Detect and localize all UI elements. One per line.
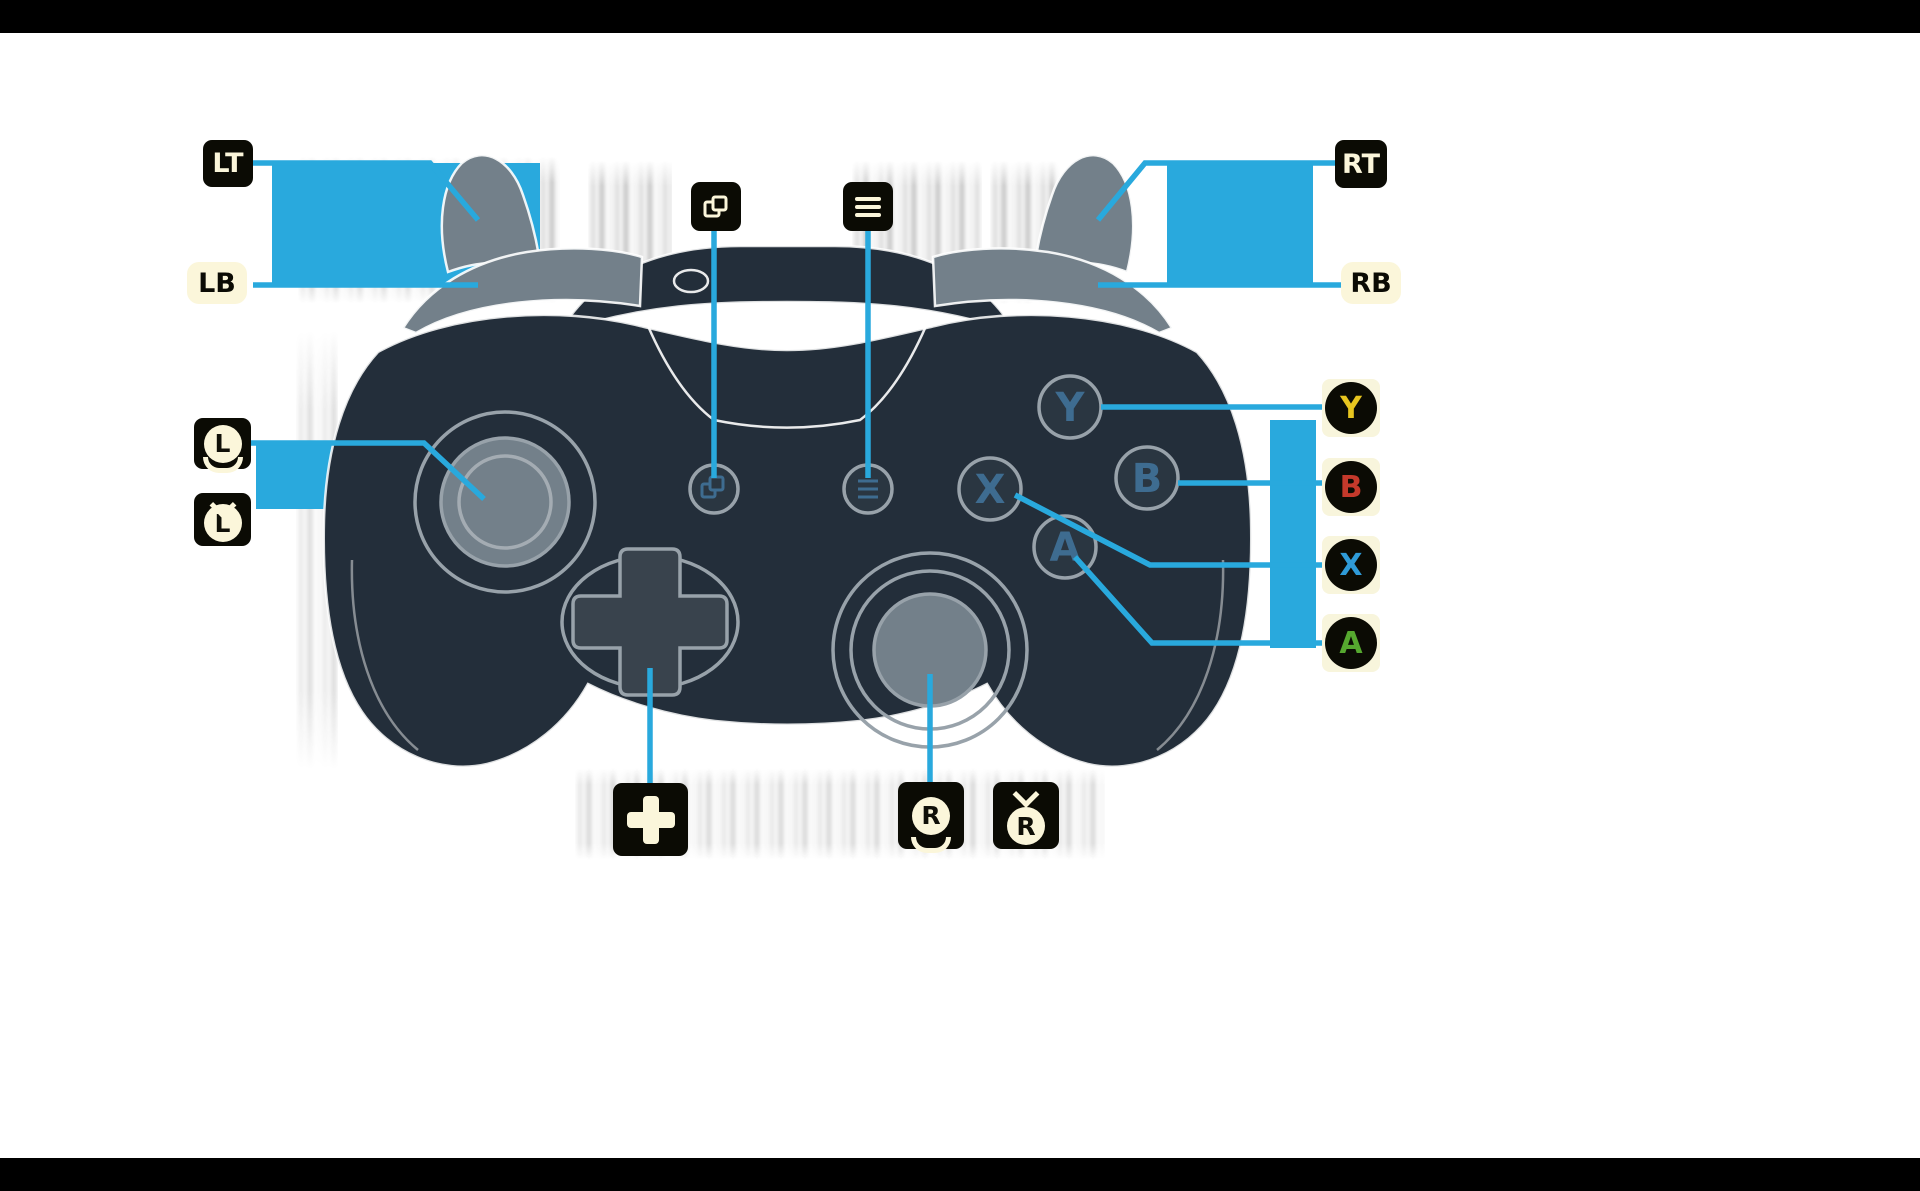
x-face-button bbox=[957, 456, 1023, 522]
right-stick-letter: R bbox=[921, 801, 941, 830]
a-face-letter: A bbox=[1050, 525, 1081, 571]
lt-leader-line bbox=[253, 160, 481, 222]
lb-label: LB bbox=[198, 267, 236, 299]
left-stick-cap bbox=[457, 454, 553, 550]
menu-icon bbox=[855, 196, 881, 217]
a-callout: A bbox=[1322, 614, 1380, 672]
right-grip-line bbox=[1156, 559, 1225, 751]
left-stick-leader-line bbox=[250, 440, 486, 502]
chevron-down-icon bbox=[1012, 781, 1040, 808]
x-button-chip: X bbox=[1325, 539, 1377, 591]
rt-leader-line bbox=[1095, 160, 1335, 222]
left-stick-well bbox=[413, 410, 597, 594]
menu-button-glyph bbox=[858, 479, 878, 499]
x-label: X bbox=[1339, 547, 1363, 583]
view-icon bbox=[703, 195, 728, 217]
a-label: A bbox=[1339, 625, 1363, 661]
left-stick-click-letter: L bbox=[214, 508, 231, 538]
callout-band-face-buttons bbox=[1270, 420, 1316, 648]
stick-icon: R bbox=[1007, 807, 1045, 845]
right-bumper bbox=[931, 247, 1174, 335]
stick-base-arc-icon bbox=[202, 457, 243, 473]
y-face-letter: Y bbox=[1055, 385, 1086, 431]
b-label: B bbox=[1339, 469, 1363, 505]
lt-label: LT bbox=[212, 148, 244, 179]
x-leader-line bbox=[1013, 492, 1322, 568]
a-leader-line bbox=[1072, 555, 1322, 646]
left-grip-line bbox=[350, 559, 419, 751]
dpad-cross bbox=[571, 547, 729, 697]
rt-callout: RT bbox=[1335, 140, 1387, 188]
rb-callout: RB bbox=[1341, 262, 1401, 304]
y-callout: Y bbox=[1322, 379, 1380, 437]
b-face-letter: B bbox=[1132, 456, 1163, 502]
right-stick-click-callout: R bbox=[993, 781, 1059, 849]
y-button-chip: Y bbox=[1325, 382, 1377, 434]
top-port-oval bbox=[672, 268, 710, 294]
left-stick-click-callout: L bbox=[194, 492, 251, 546]
b-face-button bbox=[1114, 445, 1180, 511]
rt-label: RT bbox=[1342, 148, 1380, 180]
right-stick-click-letter: R bbox=[1016, 811, 1036, 841]
lb-callout: LB bbox=[187, 262, 247, 304]
menu-callout bbox=[843, 182, 893, 231]
left-stick bbox=[439, 436, 571, 568]
x-face-letter: X bbox=[975, 467, 1006, 513]
plus-icon bbox=[626, 795, 675, 844]
dpad-callout bbox=[613, 783, 688, 856]
a-button-chip: A bbox=[1325, 617, 1377, 669]
lt-callout: LT bbox=[203, 140, 253, 187]
letterbox-top bbox=[0, 0, 1920, 33]
letterbox-bottom bbox=[0, 1158, 1920, 1191]
stick-icon: L bbox=[203, 504, 242, 542]
callout-band-left-stick bbox=[256, 441, 336, 509]
stick-icon: R bbox=[912, 796, 950, 835]
left-stick-letter: L bbox=[214, 429, 231, 458]
callout-band-right-top bbox=[1167, 163, 1313, 285]
rb-label: RB bbox=[1350, 267, 1392, 299]
view-callout bbox=[691, 182, 741, 231]
stick-icon: L bbox=[203, 424, 242, 463]
x-callout: X bbox=[1322, 536, 1380, 594]
stick-base-arc-icon bbox=[911, 837, 951, 853]
left-bumper bbox=[401, 247, 644, 335]
right-stick-callout: R bbox=[898, 782, 964, 853]
y-label: Y bbox=[1340, 390, 1362, 426]
left-stick-callout: L bbox=[194, 418, 251, 473]
b-callout: B bbox=[1322, 458, 1380, 516]
b-button-chip: B bbox=[1325, 461, 1377, 513]
center-panel-line bbox=[646, 325, 928, 429]
